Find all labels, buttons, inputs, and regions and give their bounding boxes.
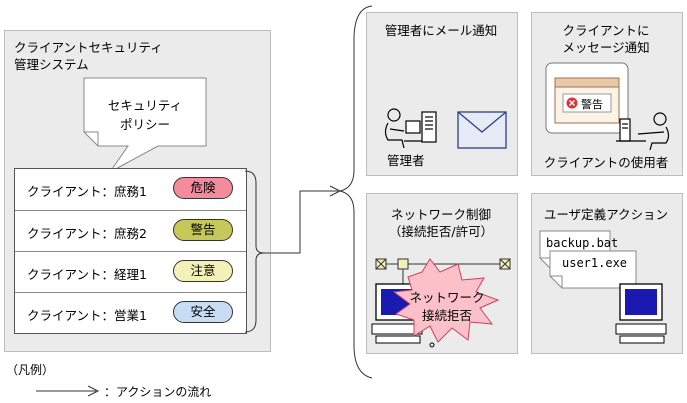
client-msg-title-line1: クライアントに <box>562 23 650 38</box>
client-label: クライアント：庶務2 <box>27 226 147 241</box>
client-row: クライアント：庶務2 警告 <box>15 210 246 250</box>
status-badge-safe: 安全 <box>173 301 233 323</box>
network-title-line1: ネットワーク制御 <box>390 207 491 222</box>
file-name-backup: backup.bat <box>546 236 619 250</box>
message-popup-window <box>545 62 629 134</box>
client-row: クライアント：庶務1 危険 <box>15 169 246 209</box>
client-user-icon <box>616 112 670 151</box>
system-title-line1: クライアントセキュリティ <box>14 40 163 55</box>
legend-arrow <box>36 385 100 397</box>
flow-arrow <box>264 185 342 254</box>
client-list-bracket <box>244 170 265 333</box>
connection-refused-burst <box>392 258 500 343</box>
error-x-icon <box>566 97 578 109</box>
status-badge-danger: 危険 <box>173 177 233 199</box>
file-name-user1: user1.exe <box>562 256 628 270</box>
admin-mail-title: 管理者にメール通知 <box>384 23 498 38</box>
client-label: クライアント：庶務1 <box>27 184 147 199</box>
admin-person-icon <box>384 108 437 149</box>
actions-brace <box>339 5 373 379</box>
status-badge-caution: 注意 <box>173 260 233 282</box>
network-title-line2: （接続拒否/許可） <box>388 224 494 239</box>
admin-caption: 管理者 <box>387 153 425 168</box>
burst-label-line1: ネットワーク <box>409 290 485 305</box>
user-action-computer-icon <box>615 283 667 344</box>
client-row: クライアント：営業1 安全 <box>15 292 246 332</box>
panel-admin-mail <box>366 12 518 176</box>
legend-heading: （凡例） <box>6 363 55 377</box>
legend-flow-label: ：アクションの流れ <box>104 385 212 399</box>
client-label: クライアント：経理1 <box>27 267 147 282</box>
network-hub-icon <box>397 258 409 270</box>
client-msg-title-line2: メッセージ通知 <box>562 40 650 55</box>
network-terminator-left-icon <box>375 258 387 270</box>
user-action-title: ユーザ定義アクション <box>543 207 669 222</box>
client-row: クライアント：経理1 注意 <box>15 251 246 291</box>
file-user1-exe-icon <box>549 250 637 289</box>
status-badge-warning: 警告 <box>173 219 233 241</box>
client-list: クライアント：庶務1 危険 クライアント：庶務2 警告 クライアント：経理1 注… <box>14 168 247 334</box>
popup-warning-text: 警告 <box>581 98 603 111</box>
network-terminator-right-icon <box>499 258 511 270</box>
burst-label-line2: 接続拒否 <box>421 308 472 323</box>
system-title-line2: 管理システム <box>14 57 89 72</box>
policy-label-line2: ポリシー <box>119 117 170 132</box>
client-user-caption: クライアントの使用者 <box>543 155 669 170</box>
policy-label-line1: セキュリティ <box>107 98 183 113</box>
client-label: クライアント：営業1 <box>27 308 147 323</box>
mail-envelope-icon <box>457 111 507 149</box>
